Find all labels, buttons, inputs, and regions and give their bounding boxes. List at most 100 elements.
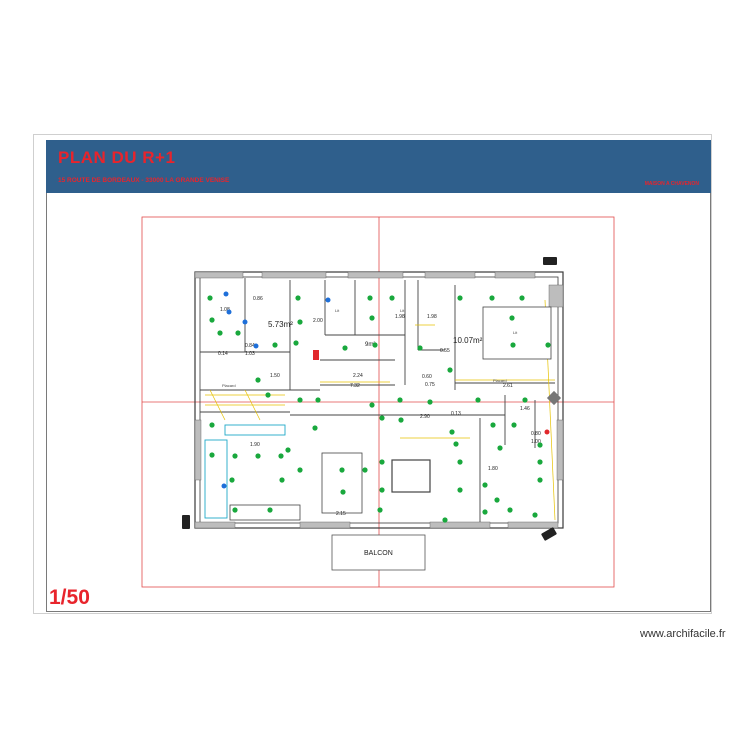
outlet-icon — [379, 487, 385, 493]
outlet-icon — [457, 487, 463, 493]
outlet-icon — [489, 295, 495, 301]
room-label-5: Lit — [513, 330, 518, 335]
dim-4: 1.98 — [395, 314, 405, 320]
outlet-icon — [372, 342, 378, 348]
dim-2: 0.86 — [253, 296, 263, 302]
drawing-frame — [46, 193, 711, 612]
outlet-icon — [265, 392, 271, 398]
outlet-icon — [255, 377, 261, 383]
outlet-icon — [255, 453, 261, 459]
plan-address: 15 ROUTE DE BORDEAUX - 33000 LA GRANDE V… — [58, 177, 230, 184]
project-name: MAISON A CHAVENON — [644, 181, 699, 187]
outlet-icon — [297, 397, 303, 403]
outlet-icon — [342, 345, 348, 351]
dim-17: 0.13 — [451, 411, 461, 417]
outlet-icon — [482, 509, 488, 515]
dim-1: 1.08 — [220, 307, 230, 313]
dim-7: 0.14 — [218, 351, 228, 357]
outlet-icon — [537, 459, 543, 465]
outlet-icon — [494, 497, 500, 503]
outlet-icon — [369, 315, 375, 321]
outlet-icon — [398, 417, 404, 423]
outlet-icon — [507, 507, 513, 513]
dim-8: 1.03 — [245, 351, 255, 357]
dim-5: 0.55 — [440, 348, 450, 354]
outlet-icon — [447, 367, 453, 373]
outlet-icon — [235, 330, 241, 336]
outlet-icon — [397, 397, 403, 403]
outlet-icon — [217, 330, 223, 336]
dim-12: 7.32 — [350, 383, 360, 389]
outlet-icon — [209, 422, 215, 428]
dim-16: 2.90 — [420, 414, 430, 420]
outlet-icon — [315, 397, 321, 403]
site-credit[interactable]: www.archifacile.fr — [640, 628, 726, 640]
outlet-icon — [475, 397, 481, 403]
outlet-icon — [427, 399, 433, 405]
outlet-icon — [490, 422, 496, 428]
outlet-icon — [442, 517, 448, 523]
outlet-icon — [367, 295, 373, 301]
dim-21: 2.15 — [336, 511, 346, 517]
outlet-icon — [511, 422, 517, 428]
interior-walls — [200, 278, 555, 522]
plan-title: PLAN DU R+1 — [58, 148, 176, 167]
room-label-1: Placard — [222, 383, 236, 388]
area-label-3: 9m² — [365, 342, 375, 348]
dim-19: 0.80 — [531, 431, 541, 437]
dim-13: 0.60 — [422, 374, 432, 380]
outlet-icon — [497, 445, 503, 451]
room-label-2: Placard — [493, 378, 507, 383]
dim-22: 1.80 — [488, 466, 498, 472]
outlet-icon — [482, 482, 488, 488]
balcony-label: BALCON — [364, 550, 393, 557]
outlet-icon — [362, 467, 368, 473]
outlet-icon — [229, 477, 235, 483]
outlet-icon — [272, 342, 278, 348]
furniture — [229, 306, 552, 571]
outlet-icon — [545, 342, 551, 348]
outlet-icon — [279, 477, 285, 483]
outlet-icon — [232, 507, 238, 513]
outlet-icon — [509, 315, 515, 321]
title-block: PLAN DU R+1 15 ROUTE DE BORDEAUX - 33000… — [46, 140, 711, 193]
electrical-symbols — [207, 295, 551, 523]
outlet-icon — [297, 319, 303, 325]
outlet-icon — [340, 489, 346, 495]
outlet-icon — [312, 425, 318, 431]
outlet-icon — [207, 295, 213, 301]
alarm-symbols — [313, 350, 550, 435]
outlet-icon — [232, 453, 238, 459]
kitchen-counters — [204, 424, 286, 519]
outlet-icon — [293, 340, 299, 346]
outlet-icon — [453, 441, 459, 447]
outlet-icon — [457, 295, 463, 301]
plan-sheet: PLAN DU R+1 15 ROUTE DE BORDEAUX - 33000… — [33, 134, 712, 614]
outlet-icon — [379, 459, 385, 465]
outlet-icon — [417, 345, 423, 351]
outlet-icon — [449, 429, 455, 435]
outlet-icon — [537, 442, 543, 448]
outlet-icon — [209, 452, 215, 458]
outlet-icon — [209, 317, 215, 323]
scale-label: 1/50 — [49, 586, 90, 609]
dim-10: 0.84 — [245, 343, 255, 349]
water-symbols — [221, 291, 331, 489]
dim-3: 2.00 — [313, 318, 323, 324]
outlet-icon — [510, 342, 516, 348]
outlet-icon — [339, 467, 345, 473]
outlet-icon — [278, 453, 284, 459]
wall-blocks — [194, 271, 564, 529]
dim-9: 1.90 — [250, 442, 260, 448]
room-label-3: Lit — [335, 308, 340, 313]
dim-11: 2.24 — [353, 373, 363, 379]
outlet-icon — [285, 447, 291, 453]
dim-15: 2.61 — [503, 383, 513, 389]
outlet-icon — [295, 295, 301, 301]
area-label-1: 5.73m² — [268, 320, 293, 329]
dim-14: 0.75 — [425, 382, 435, 388]
dimension-labels: 1.08 0.86 2.00 1.98 0.55 1.98 0.14 1.03 … — [218, 296, 541, 517]
dim-18: 1.46 — [520, 406, 530, 412]
dim-6: 1.98 — [427, 314, 437, 320]
